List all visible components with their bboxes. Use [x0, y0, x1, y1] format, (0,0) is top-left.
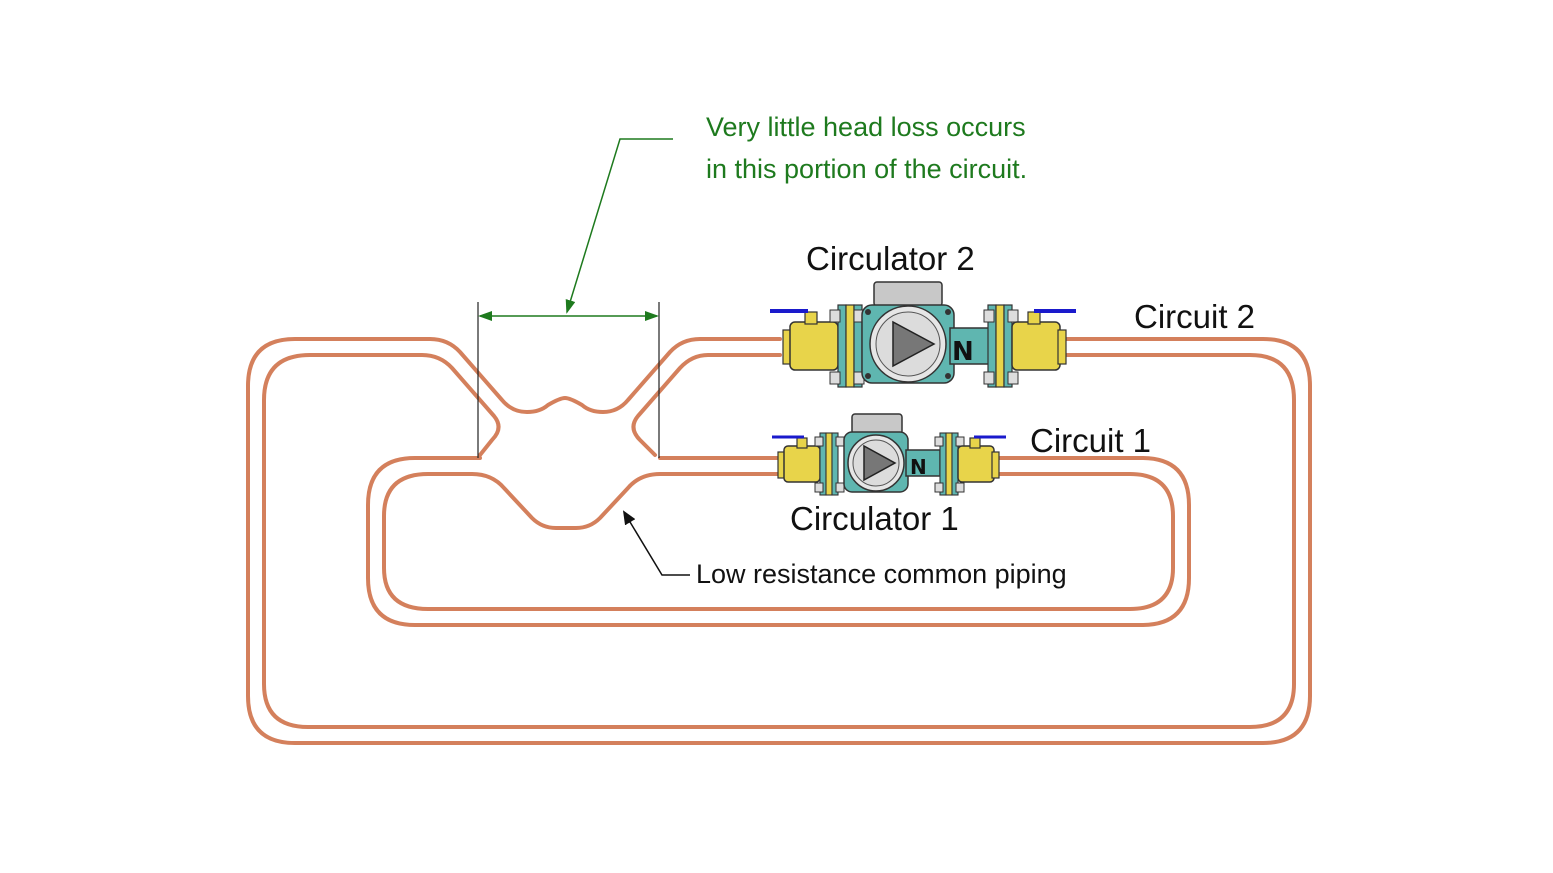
common-piping-label: Low resistance common piping: [696, 559, 1067, 589]
pump-arrow-icon: [863, 444, 897, 482]
circulator-1-pump: N: [843, 413, 941, 493]
circulator-2-outlet-valve: [1011, 309, 1076, 371]
motor-box: [851, 413, 903, 435]
motor-box: [873, 281, 943, 307]
circuit-2-label: Circuit 2: [1134, 298, 1255, 335]
circulator-2-outlet-flange: [983, 304, 1019, 388]
check-valve-icon: N: [952, 337, 974, 367]
head-loss-note-line-1: Very little head loss occurs: [706, 112, 1026, 142]
circulator-2-label: Circulator 2: [806, 240, 975, 277]
common-piping-leader: [622, 510, 690, 576]
circulator-1-inlet-flange: [814, 432, 845, 496]
circulator-1-inlet-valve: [772, 435, 821, 483]
check-valve-icon: N: [910, 455, 927, 479]
circuit-2-piping: [246, 337, 1312, 745]
head-loss-note-line-2: in this portion of the circuit.: [706, 154, 1027, 184]
circuit-1-label: Circuit 1: [1030, 422, 1151, 459]
circulator-1-assembly: N: [772, 413, 1006, 496]
circulator-2-pump: N: [861, 281, 991, 384]
circuit-1-piping: [366, 456, 1191, 627]
circulator-1-outlet-valve: [957, 435, 1006, 483]
circulator-2-inlet-flange: [829, 304, 865, 388]
circulator-2-inlet-valve: [770, 309, 839, 371]
circulator-2-assembly: N: [770, 281, 1076, 388]
pump-arrow-icon: [892, 320, 936, 368]
circulator-1-outlet-flange: [934, 432, 965, 496]
head-loss-dimension: [477, 138, 673, 458]
circulator-1-label: Circulator 1: [790, 500, 959, 537]
